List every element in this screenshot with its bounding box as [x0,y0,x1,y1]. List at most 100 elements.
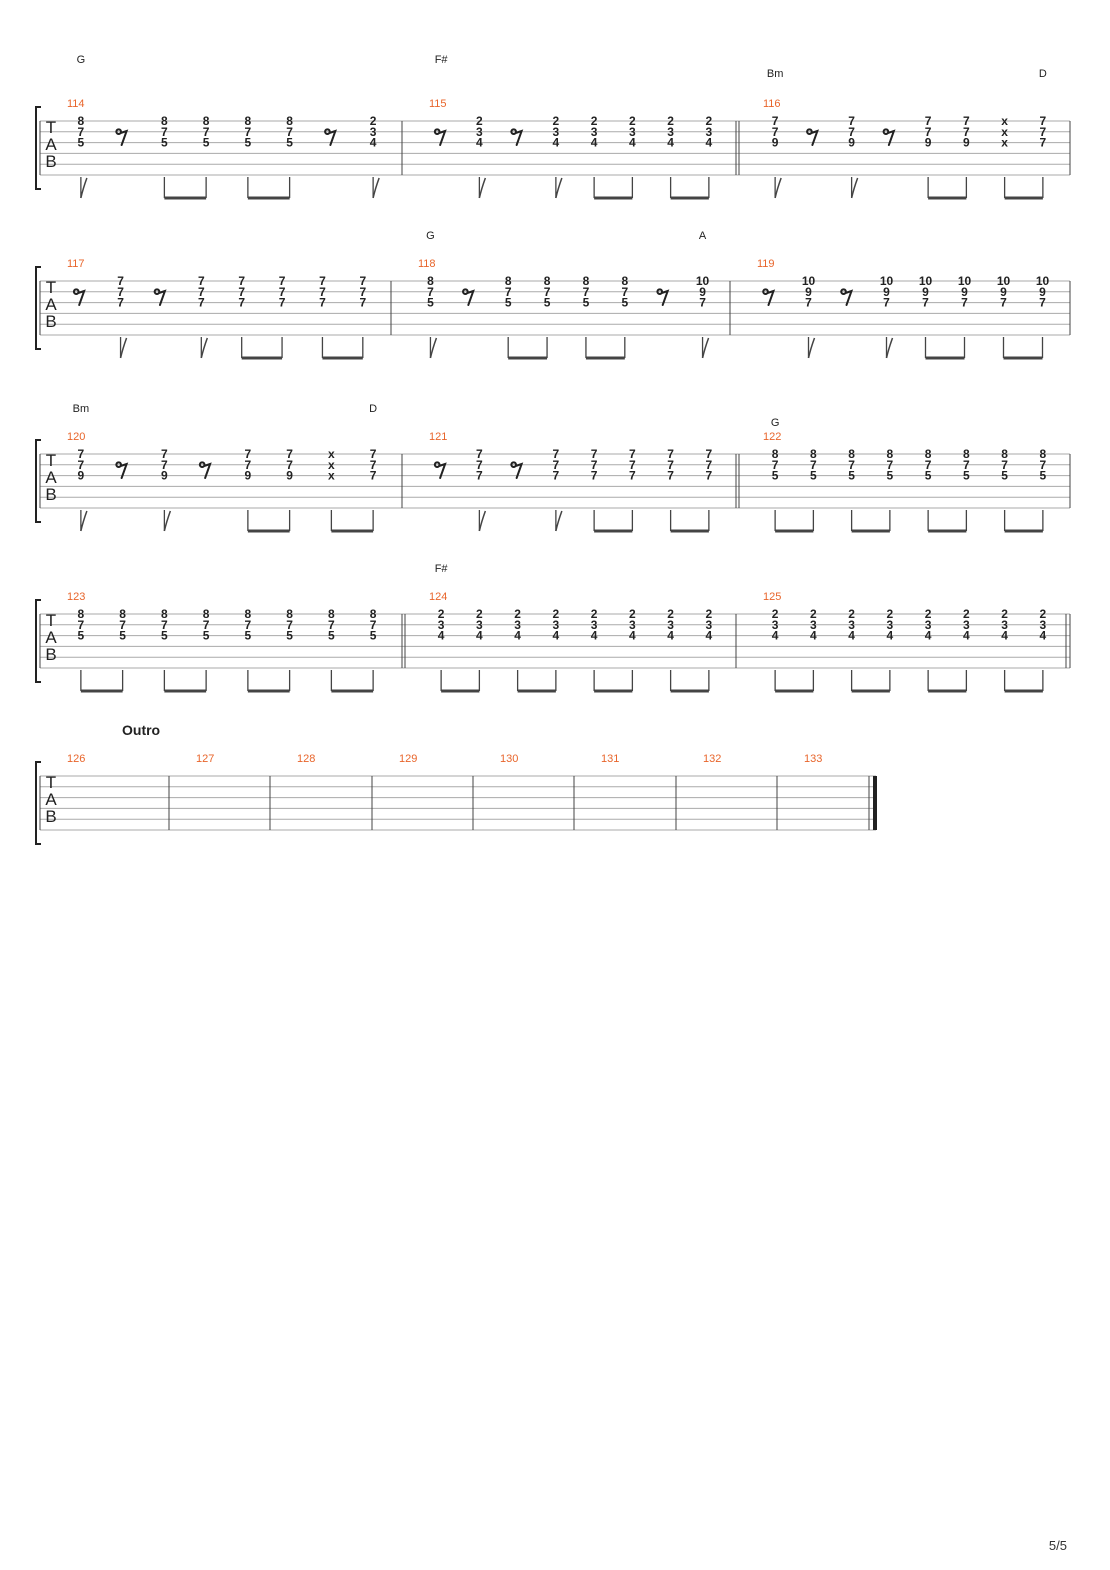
fret-number: 9 [961,285,968,299]
fret-number: 5 [427,296,434,310]
measure-number: 114 [67,98,85,110]
fret-number: 7 [279,274,286,288]
fret-number: 7 [203,618,210,632]
eighth-rest [510,128,524,146]
tab-clef-letter: B [45,152,56,171]
fret-number: 8 [78,114,85,128]
fret-number: 4 [476,629,483,643]
fret-number: 3 [476,125,483,139]
fret-number: 5 [925,469,932,483]
note-flag [200,337,209,359]
fret-number: 7 [591,447,598,461]
fret-number: 5 [1001,469,1008,483]
fret-number: 4 [553,136,560,150]
fret-number: 7 [476,447,483,461]
fret-number: 5 [370,629,377,643]
measure-number: 129 [399,753,417,765]
fret-number: 4 [591,136,598,150]
fret-number: 7 [1000,296,1007,310]
fret-number: 8 [245,114,252,128]
fret-number: 7 [245,618,252,632]
fret-number: 7 [78,458,85,472]
fret-number: 10 [997,274,1011,288]
fret-number: 5 [328,629,335,643]
note-flag [555,177,563,199]
fret-number: 5 [245,136,252,150]
fret-number: 8 [925,447,932,461]
fret-number: 7 [78,618,85,632]
fret-number: 8 [203,607,210,621]
fret-number: 7 [667,469,674,483]
chord-name: G [77,54,86,66]
measure-number: 118 [418,258,436,270]
fret-number: 4 [629,629,636,643]
fret-number: 2 [963,607,970,621]
chord-name: D [369,403,377,415]
fret-number: 4 [438,629,445,643]
fret-number: 7 [238,285,245,299]
chord-name: Bm [73,403,90,415]
fret-number: 7 [319,274,326,288]
fret-number: x [1001,136,1008,150]
fret-number: 7 [1040,114,1047,128]
fret-number: 2 [591,607,598,621]
measure-number: 119 [757,258,775,270]
fret-number: 7 [706,469,713,483]
system-bracket [35,106,41,190]
fret-number: 3 [1040,618,1047,632]
system-bracket [35,439,41,523]
fret-number: 7 [245,447,252,461]
eighth-rest [115,128,129,146]
fret-number: 7 [370,447,377,461]
fret-number: 5 [810,469,817,483]
fret-number: 2 [591,114,598,128]
fret-number: 4 [848,629,855,643]
fret-number: 3 [629,618,636,632]
fret-number: 8 [505,274,512,288]
fret-number: 7 [286,618,293,632]
fret-number: 7 [117,274,124,288]
fret-number: x [1001,125,1008,139]
eighth-rest [433,461,447,479]
fret-number: 7 [279,285,286,299]
measure-number: 126 [67,753,85,765]
page-number: 5/5 [1048,1538,1067,1553]
fret-number: 7 [961,296,968,310]
fret-number: 10 [696,274,710,288]
measure-number: 130 [500,753,518,765]
note-flag [478,510,487,532]
fret-number: 9 [1039,285,1046,299]
note-flag [372,177,380,199]
fret-number: 8 [772,447,779,461]
chord-name: D [1039,68,1047,80]
fret-number: 7 [117,296,124,310]
fret-number: 7 [1039,296,1046,310]
fret-number: 5 [119,629,126,643]
fret-number: 2 [667,607,674,621]
fret-number: 8 [328,607,335,621]
fret-number: 3 [591,618,598,632]
fret-number: 7 [370,618,377,632]
fret-number: 8 [1001,447,1008,461]
fret-number: 9 [883,285,890,299]
fret-number: 8 [848,447,855,461]
fret-number: 7 [1040,458,1047,472]
tab-clef-letter: T [46,773,56,792]
fret-number: 3 [706,125,713,139]
fret-number: 7 [591,469,598,483]
fret-number: 2 [370,114,377,128]
fret-number: 7 [544,285,551,299]
fret-number: 7 [1040,125,1047,139]
measure-number: 128 [297,753,315,765]
fret-number: 7 [78,125,85,139]
fret-number: 7 [286,458,293,472]
fret-number: 9 [925,136,932,150]
fret-number: 8 [286,607,293,621]
fret-number: 8 [583,274,590,288]
fret-number: 8 [286,114,293,128]
fret-number: 7 [848,125,855,139]
fret-number: 9 [922,285,929,299]
fret-number: 9 [848,136,855,150]
fret-number: 7 [772,125,779,139]
fret-number: 7 [161,458,168,472]
